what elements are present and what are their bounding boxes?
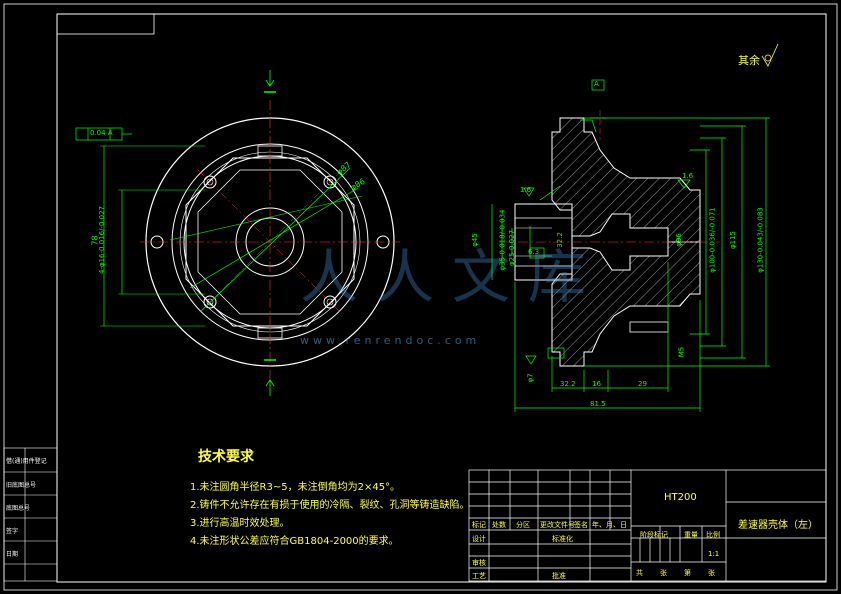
bolt-hole xyxy=(203,175,217,189)
dim-phi25: φ25-0.027 xyxy=(508,229,517,267)
tolerance-value: 0.04 A xyxy=(90,129,113,137)
watermark: 人人文库 xyxy=(300,243,605,311)
bolt-hole xyxy=(203,295,217,309)
tb-label-weight: 重量 xyxy=(684,531,698,539)
dim-6-3: 6.3 xyxy=(528,248,540,256)
tb-label-total: 共 xyxy=(636,569,643,577)
dim-32-2: 32.2 xyxy=(560,380,576,388)
roughness-note: 其余 xyxy=(738,54,760,67)
tb-header-1: 标记 xyxy=(472,521,486,529)
dim-m5: M5 xyxy=(677,346,686,358)
tb-header-5: 签名 xyxy=(574,521,588,529)
tb-header-3: 分区 xyxy=(516,521,530,529)
tb-header-4: 更改文件号 xyxy=(540,521,575,529)
side-label-2: 旧底图总号 xyxy=(6,482,37,489)
dim-1-6-b: 1.6 xyxy=(682,172,694,180)
tech-req-2: 2.铸件不允许存在有损于使用的冷隔、裂纹、孔洞等铸造缺陷。 xyxy=(190,500,470,511)
dim-29: 29 xyxy=(638,380,647,388)
tb-label-sheets: 张 xyxy=(660,569,667,577)
material: HT200 xyxy=(664,492,697,503)
tb-label-review: 审核 xyxy=(472,559,486,567)
datum-a: A xyxy=(594,80,599,88)
tb-label-scale: 比例 xyxy=(706,531,720,539)
tech-req-title: 技术要求 xyxy=(198,449,254,465)
tb-label-sheet: 张 xyxy=(708,569,715,577)
side-label-4: 签字 xyxy=(6,528,19,535)
outer-border xyxy=(3,3,838,591)
dim-phi130: φ130-0.043/-0.083 xyxy=(756,207,765,273)
side-label-3: 底图总号 xyxy=(6,505,31,512)
dim-phi115: φ115 xyxy=(728,231,737,249)
dim-holes: 4-φ16-0.016/-0.027 xyxy=(98,206,106,274)
inner-border xyxy=(56,13,827,583)
scale: 1:1 xyxy=(708,550,720,558)
dim-32-2-v: 32.2 xyxy=(555,232,564,248)
title-block xyxy=(468,469,827,582)
tb-label-std: 标准化 xyxy=(552,535,573,543)
roughness-symbol-icon xyxy=(761,43,779,67)
tb-header-6: 年、月、日 xyxy=(592,521,627,529)
dim-81-5: 81.5 xyxy=(590,400,606,408)
tech-req-3: 3.进行高温时效处理。 xyxy=(190,518,290,529)
side-label-1: 借(通)用件登记 xyxy=(6,458,47,465)
tb-label-approve: 批准 xyxy=(552,572,566,580)
section-view xyxy=(491,79,770,412)
dim-1-6: 1.6 xyxy=(520,186,532,194)
dim-phi45: φ45 xyxy=(470,233,479,247)
tb-header-2: 处数 xyxy=(492,521,506,529)
side-register-table xyxy=(3,447,58,582)
dim-phi96: φ96 xyxy=(674,233,683,247)
dim-16: 16 xyxy=(592,380,601,388)
tech-req-4: 4.未注形状公差应符合GB1804-2000的要求。 xyxy=(190,536,399,547)
tb-label-no: 第 xyxy=(684,569,691,577)
tech-req-1: 1.未注圆角半径R3~5，未注倒角均为2×45°。 xyxy=(190,482,401,493)
watermark-url: www.renrendoc.com xyxy=(300,334,481,347)
part-name: 差速器壳体（左） xyxy=(738,520,818,531)
dim-phi100: φ100-0.036/-0.071 xyxy=(708,207,717,273)
bolt-hole xyxy=(323,175,337,189)
code-box xyxy=(56,13,155,35)
dim-phi7: φ7 xyxy=(526,373,535,383)
tb-label-stage: 阶段标记 xyxy=(640,531,668,539)
front-view xyxy=(75,70,400,396)
tb-label-process: 工艺 xyxy=(472,572,486,580)
bolt-hole xyxy=(323,295,337,309)
tb-label-design: 设计 xyxy=(472,535,486,543)
side-label-5: 日期 xyxy=(6,551,19,558)
dim-phi35: φ35-0.018/-0.034 xyxy=(498,209,507,271)
